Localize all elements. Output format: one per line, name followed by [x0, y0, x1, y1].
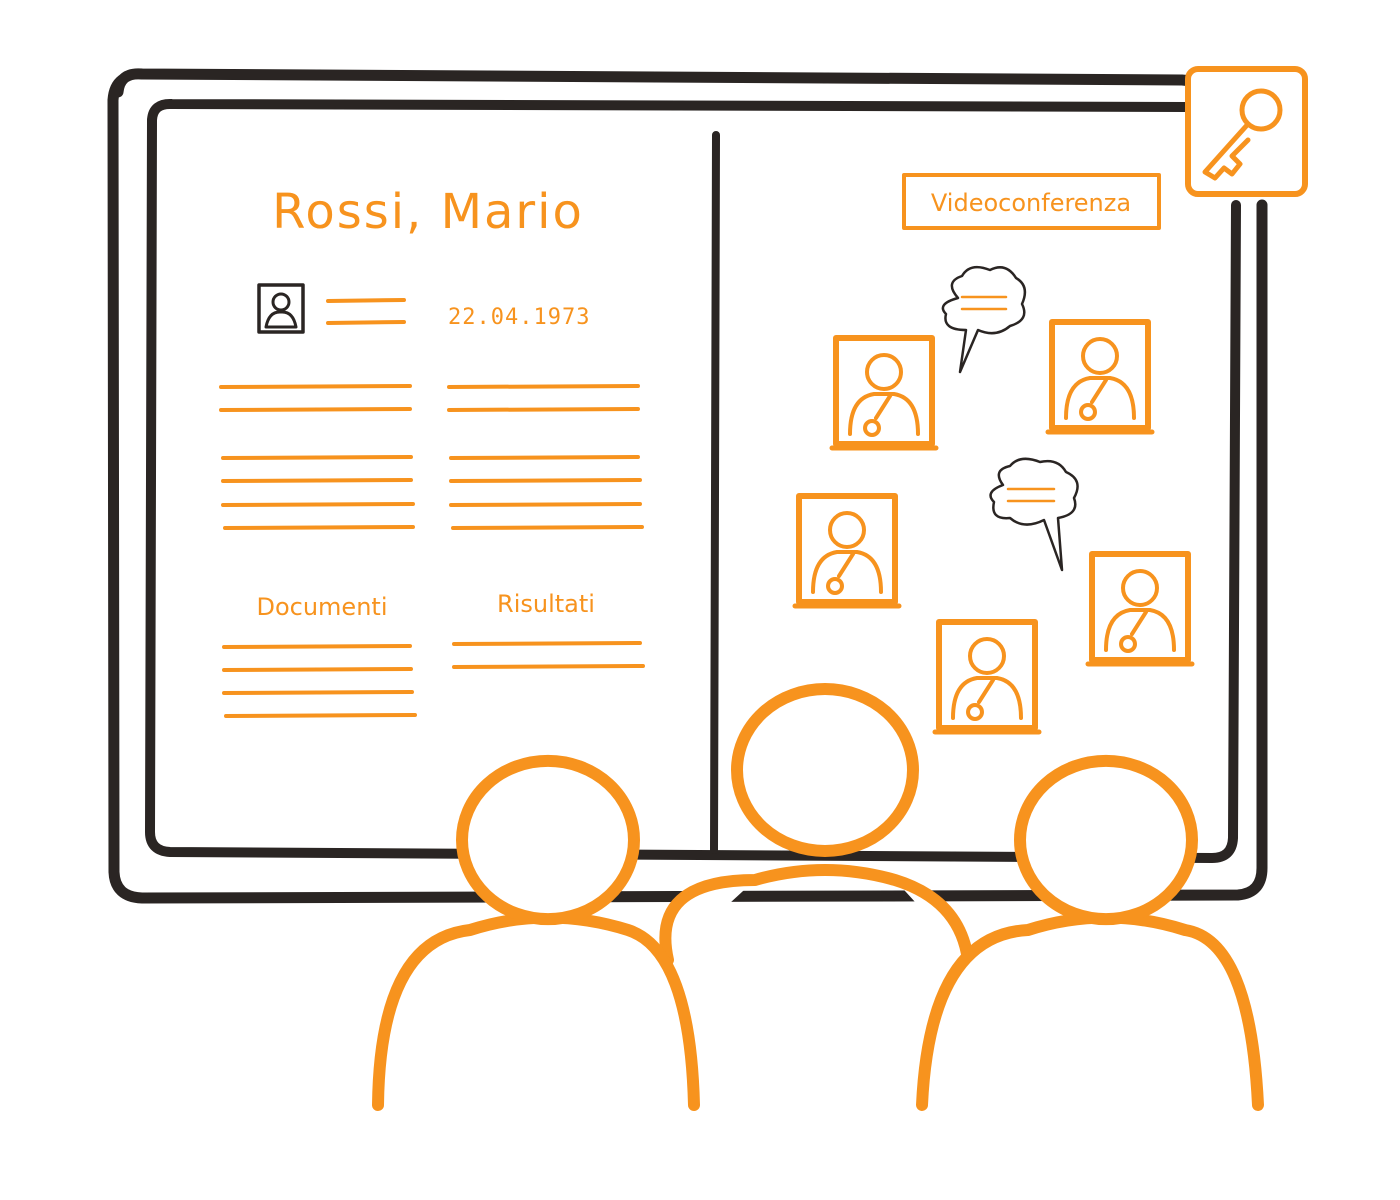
patient-record-panel: Rossi, Mario 22.04.1973 [219, 184, 645, 718]
person-icon [659, 683, 974, 966]
videoconference-button[interactable]: Videoconferenza [902, 173, 1161, 230]
results-label[interactable]: Risultati [497, 590, 595, 618]
person-icon [916, 754, 1264, 1111]
videoconference-label[interactable]: Videoconferenza [931, 189, 1131, 217]
person-icon [372, 754, 700, 1111]
doctor-avatar-icon[interactable] [829, 335, 939, 451]
documents-label[interactable]: Documenti [256, 593, 387, 621]
doctor-avatar-icon[interactable] [792, 493, 902, 609]
documents-list [222, 644, 417, 718]
security-button[interactable] [1185, 66, 1308, 197]
doctor-avatar-icon[interactable] [932, 619, 1042, 735]
doctor-avatar-icon[interactable] [1085, 551, 1195, 667]
results-list [452, 641, 645, 669]
speech-bubble-icon [941, 265, 1027, 374]
participant-grid [792, 319, 1195, 735]
key-icon [1202, 88, 1283, 181]
doctor-avatar-icon[interactable] [1045, 319, 1155, 435]
documents-section[interactable]: Documenti [222, 593, 417, 718]
id-photo-icon [257, 283, 305, 334]
audience-group [372, 683, 1264, 1111]
birth-date: 22.04.1973 [448, 305, 590, 330]
record-details-left [219, 384, 415, 530]
patient-name: Rossi, Mario [272, 184, 584, 240]
speech-bubble-icon [989, 457, 1079, 572]
video-conference-panel: Videoconferenza [792, 173, 1195, 735]
results-section[interactable]: Risultati [452, 590, 645, 669]
id-text-lines [326, 298, 406, 325]
record-details-right [447, 384, 644, 530]
